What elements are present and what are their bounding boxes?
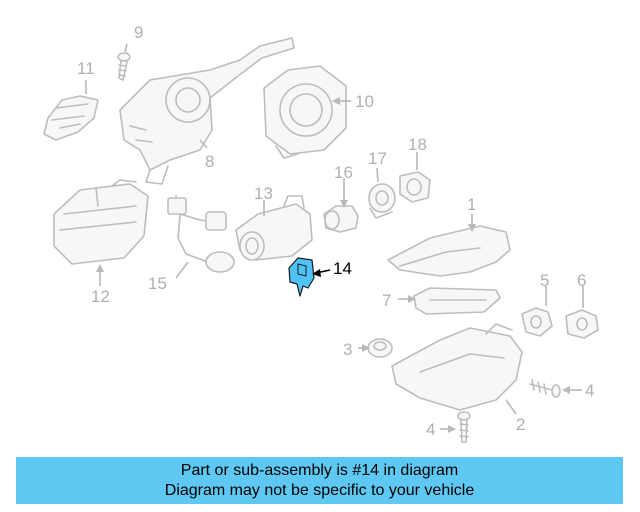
callout-17[interactable]: 17 xyxy=(368,149,387,168)
part-2-lower-cover xyxy=(391,323,523,411)
callout-8[interactable]: 8 xyxy=(205,152,215,171)
callout-14[interactable]: 14 xyxy=(333,259,352,278)
part-14-highlighted[interactable] xyxy=(288,257,315,297)
part-3-grommet xyxy=(367,338,393,358)
part-15-wiring-harness xyxy=(167,195,235,273)
leader-lines xyxy=(85,43,584,433)
part-1-upper-cover xyxy=(387,225,511,277)
part-10-clock-spring xyxy=(263,65,347,159)
callout-3[interactable]: 3 xyxy=(343,340,353,359)
callout-4-right[interactable]: 4 xyxy=(585,381,595,400)
callout-12[interactable]: 12 xyxy=(91,287,110,306)
callout-2[interactable]: 2 xyxy=(516,415,526,434)
banner-line-disclaimer: Diagram may not be specific to your vehi… xyxy=(164,481,475,499)
part-18-bezel xyxy=(399,171,431,203)
part-11-bracket xyxy=(43,95,99,141)
part-7-trim-panel xyxy=(413,287,501,315)
callout-5[interactable]: 5 xyxy=(540,271,550,290)
callout-4-bottom[interactable]: 4 xyxy=(426,420,436,439)
info-banner: Part or sub-assembly is #14 in diagram D… xyxy=(16,457,623,504)
banner-line-part: Part or sub-assembly is #14 in diagram xyxy=(180,461,459,479)
callout-13[interactable]: 13 xyxy=(254,184,273,203)
callout-1[interactable]: 1 xyxy=(467,195,477,214)
part-4-screw-bottom xyxy=(457,411,471,443)
part-12-module xyxy=(53,179,149,265)
part-9-screw xyxy=(117,52,131,81)
parts-diagram xyxy=(43,37,599,443)
callout-18[interactable]: 18 xyxy=(408,135,427,154)
callout-15[interactable]: 15 xyxy=(148,274,167,293)
callout-9[interactable]: 9 xyxy=(134,23,144,42)
part-5-clip xyxy=(521,307,553,337)
callout-10[interactable]: 10 xyxy=(355,92,374,111)
part-4-screw-right xyxy=(529,379,561,398)
callout-7[interactable]: 7 xyxy=(382,291,392,310)
part-17-ring xyxy=(368,183,396,219)
callout-6[interactable]: 6 xyxy=(577,271,587,290)
part-6-clip xyxy=(565,309,599,339)
part-13-lock-housing xyxy=(235,195,313,261)
callout-11[interactable]: 11 xyxy=(77,59,95,78)
part-16-lock-cylinder xyxy=(323,205,359,233)
callout-16[interactable]: 16 xyxy=(334,163,353,182)
part-8-switch-assembly xyxy=(119,37,295,185)
